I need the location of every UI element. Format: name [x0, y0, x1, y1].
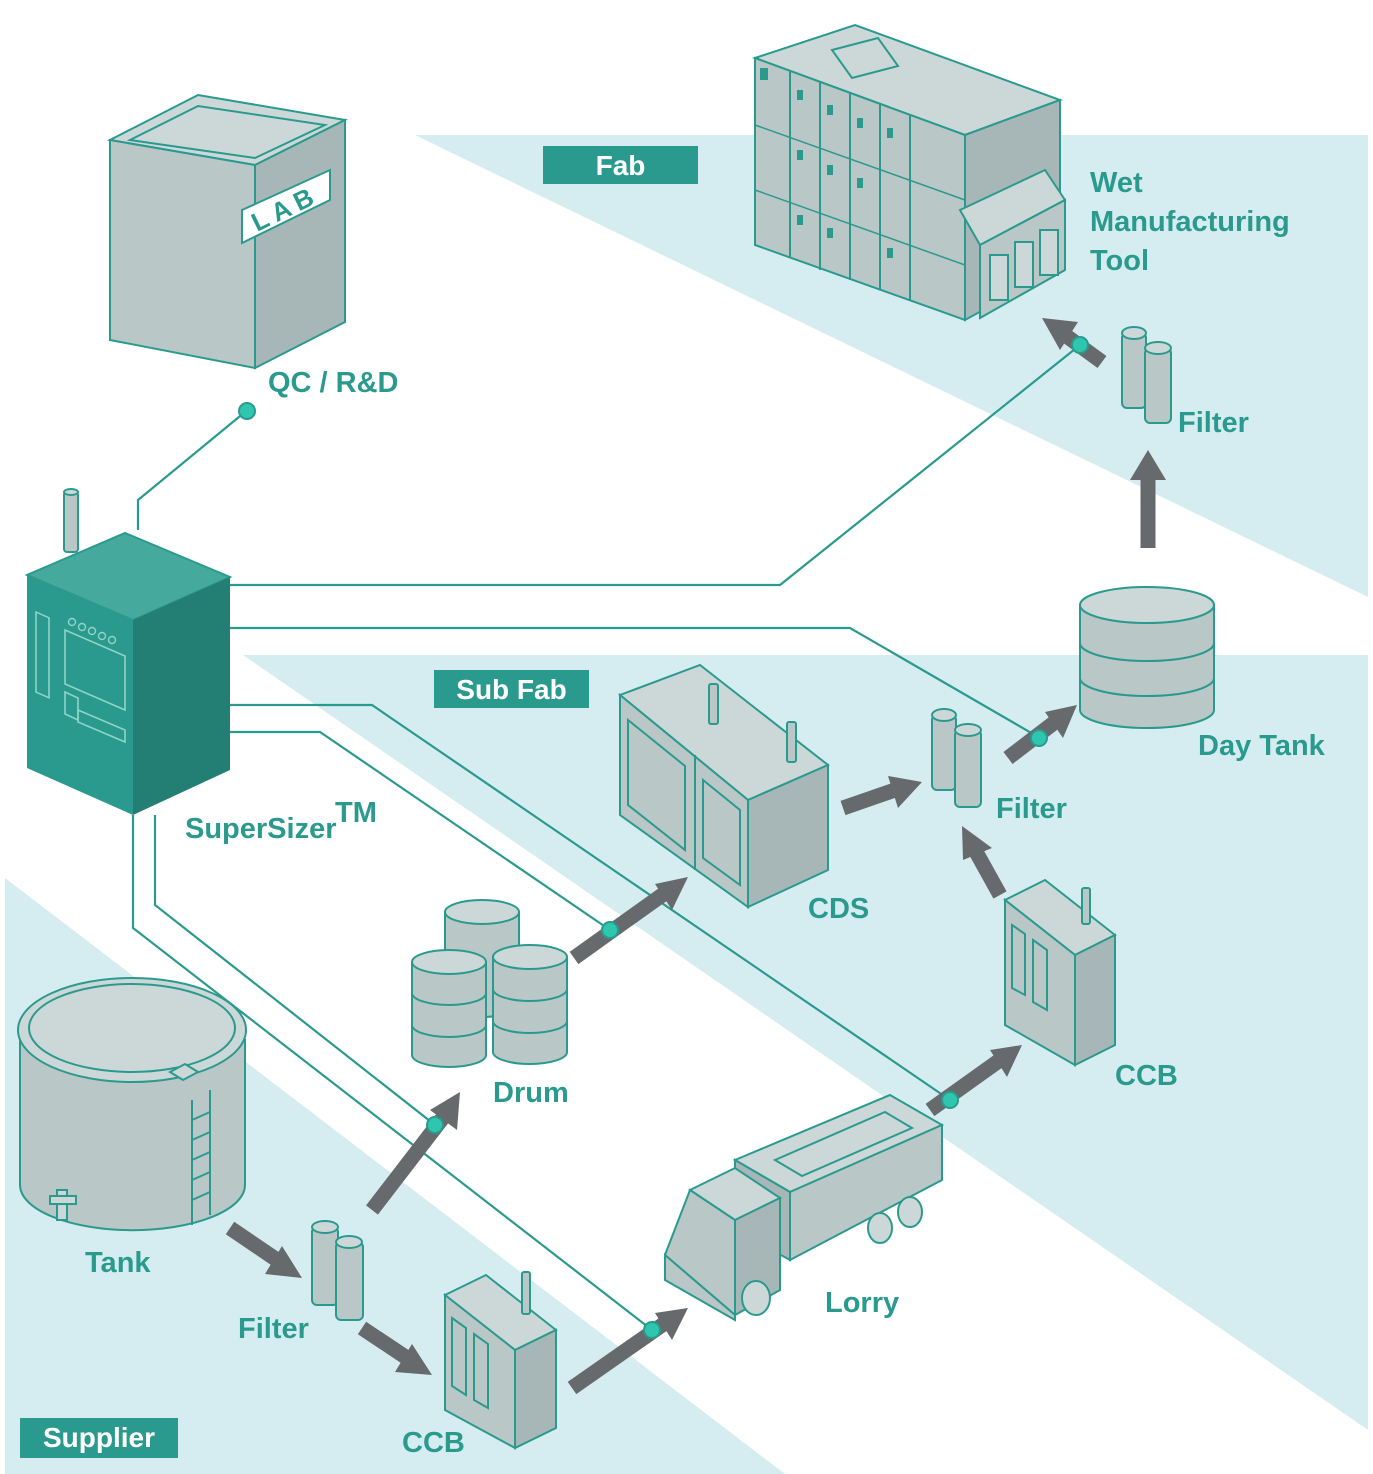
sub-fab-zone — [243, 655, 1368, 1430]
line-to-wet-tool — [230, 344, 1081, 587]
monitor-point-ccb-subfab — [941, 1091, 959, 1109]
monitor-point-day-tank — [1030, 729, 1048, 747]
svg-text:Fab: Fab — [596, 150, 646, 181]
filter-supplier-label: Filter — [238, 1313, 309, 1345]
fab-zone — [415, 135, 1368, 597]
filter-fab — [1121, 326, 1172, 424]
filter-supplier — [311, 1220, 364, 1321]
monitor-point-wet-tool — [1071, 336, 1089, 354]
flow-arrow-day-tank-to-filter — [1130, 450, 1166, 548]
day-tank — [1079, 586, 1215, 729]
svg-text:SuperSizer: SuperSizer — [185, 813, 337, 845]
line-to-ccb-subfab — [230, 703, 951, 1101]
lab-building: LAB — [106, 93, 349, 370]
supersizer-label: SuperSizer TM — [185, 797, 377, 845]
supplier-tank — [17, 977, 247, 1232]
drum-label: Drum — [493, 1077, 569, 1109]
filter-fab-label: Filter — [1178, 407, 1249, 439]
filter-subfab-label: Filter — [996, 793, 1067, 825]
lorry — [663, 1093, 945, 1322]
ccb-subfab-unit — [1003, 878, 1117, 1067]
monitor-point-drum — [426, 1116, 444, 1134]
ccb-supplier-label: CCB — [402, 1427, 465, 1459]
svg-text:Supplier: Supplier — [43, 1422, 155, 1453]
line-to-cds — [230, 730, 611, 931]
line-to-qc — [136, 411, 246, 530]
supplier-zone-label: Supplier — [20, 1418, 178, 1458]
fab-zone-label: Fab — [543, 146, 698, 184]
svg-text:Sub Fab: Sub Fab — [456, 674, 566, 705]
ccb-subfab-label: CCB — [1115, 1060, 1178, 1092]
cds-label: CDS — [808, 893, 869, 925]
svg-text:Manufacturing: Manufacturing — [1090, 206, 1290, 238]
flow-arrow-drum-to-cds — [569, 877, 688, 965]
monitor-point-qc — [238, 402, 256, 420]
svg-text:Tool: Tool — [1090, 245, 1149, 277]
wet-manufacturing-tool — [751, 23, 1067, 322]
supersizer-unit — [24, 488, 233, 815]
svg-text:TM: TM — [335, 797, 377, 829]
flow-arrow-ccb-to-filter — [962, 826, 1007, 899]
qc-rd-label: QC / R&D — [268, 367, 399, 399]
flow-arrow-filter-to-ccb — [357, 1321, 432, 1375]
monitor-point-lorry — [643, 1321, 661, 1339]
lorry-label: Lorry — [825, 1287, 899, 1319]
cds-unit — [618, 663, 830, 909]
flow-arrow-tank-to-filter — [225, 1221, 302, 1278]
line-to-drum — [153, 815, 436, 1126]
tank-label: Tank — [85, 1247, 151, 1279]
sub-fab-zone-label: Sub Fab — [434, 670, 589, 708]
line-to-lorry — [131, 815, 653, 1331]
monitor-point-cds — [601, 921, 619, 939]
wet-tool-label: Wet Manufacturing Tool — [1090, 167, 1290, 277]
filter-subfab — [931, 708, 982, 808]
drums — [411, 899, 568, 1068]
ccb-supplier-unit — [443, 1271, 558, 1450]
flow-arrow-cds-to-filter — [840, 776, 922, 816]
line-to-day-tank — [230, 626, 1041, 739]
svg-text:Wet: Wet — [1090, 167, 1143, 199]
day-tank-label: Day Tank — [1198, 730, 1326, 762]
